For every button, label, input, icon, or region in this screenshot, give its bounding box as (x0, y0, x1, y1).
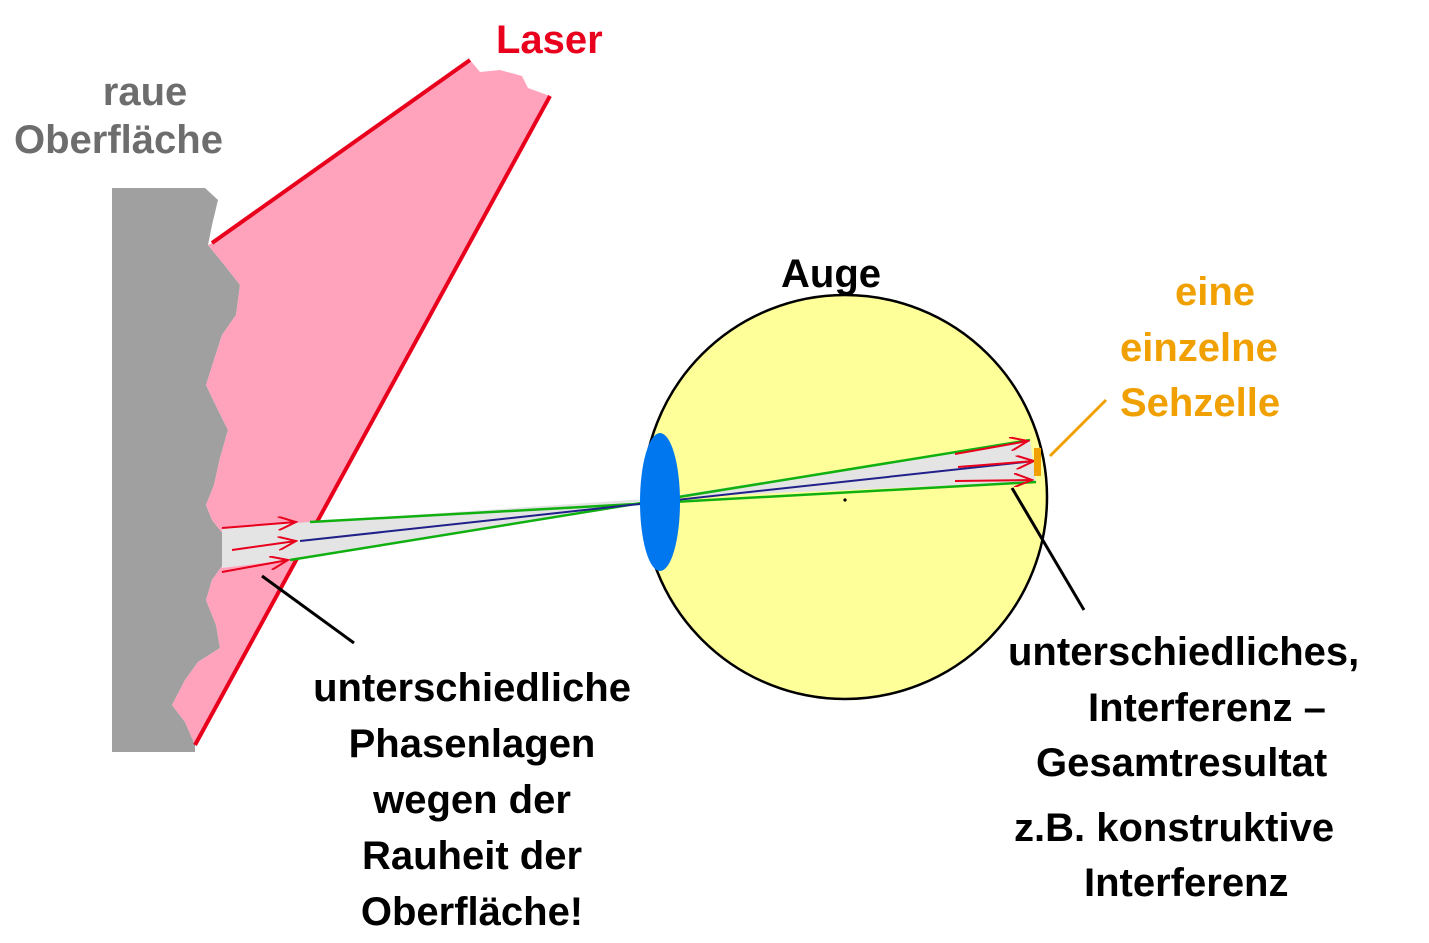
result-label-line1: unterschiedliches, (1008, 630, 1360, 674)
result-label-line4: z.B. konstruktive (1014, 806, 1335, 850)
cell-label-line2: einzelne (1120, 326, 1278, 370)
cell-label-line1: eine (1174, 270, 1256, 314)
receptor-cell (1034, 448, 1041, 476)
surface-label-line1: raue (102, 70, 188, 114)
pointer-phase (261, 574, 355, 645)
phase-label-line3: wegen der (373, 778, 571, 822)
phase-label-line2: Phasenlagen (348, 722, 596, 766)
eye-lens (640, 433, 680, 571)
light-bundle-outer (222, 498, 660, 568)
pointer-result (1010, 487, 1086, 611)
result-label-line5: Interferenz (1084, 861, 1289, 905)
phase-label-line4: Rauheit der (361, 834, 583, 878)
cell-label-line3: Sehzelle (1120, 381, 1281, 425)
surface-label-line2: Oberfläche (14, 118, 223, 162)
eye-center-dot (843, 498, 847, 502)
rough-surface (112, 188, 240, 752)
ray-red-arrow-3 (221, 560, 288, 573)
result-label-line3: Gesamtresultat (1036, 741, 1328, 785)
pointer-cell (1048, 398, 1108, 458)
laser-beam (172, 60, 550, 745)
ray-red-arrow-6 (954, 480, 1032, 481)
result-label-line2: Interferenz – (1088, 686, 1326, 730)
phase-label-line5: Oberfläche! (360, 890, 584, 934)
ray-red-arrow-1 (221, 522, 296, 528)
eye-label: Auge (781, 252, 881, 296)
ray-red-arrow-4 (954, 441, 1028, 455)
phase-label-line1: unterschiedliche (313, 666, 631, 710)
ray-red-arrow-5 (957, 461, 1034, 467)
laser-beam-lower-edge (193, 95, 552, 746)
ray-red-arrow-2 (231, 541, 296, 551)
laser-beam-upper-edge (210, 58, 472, 245)
laser-label: Laser (496, 18, 603, 62)
